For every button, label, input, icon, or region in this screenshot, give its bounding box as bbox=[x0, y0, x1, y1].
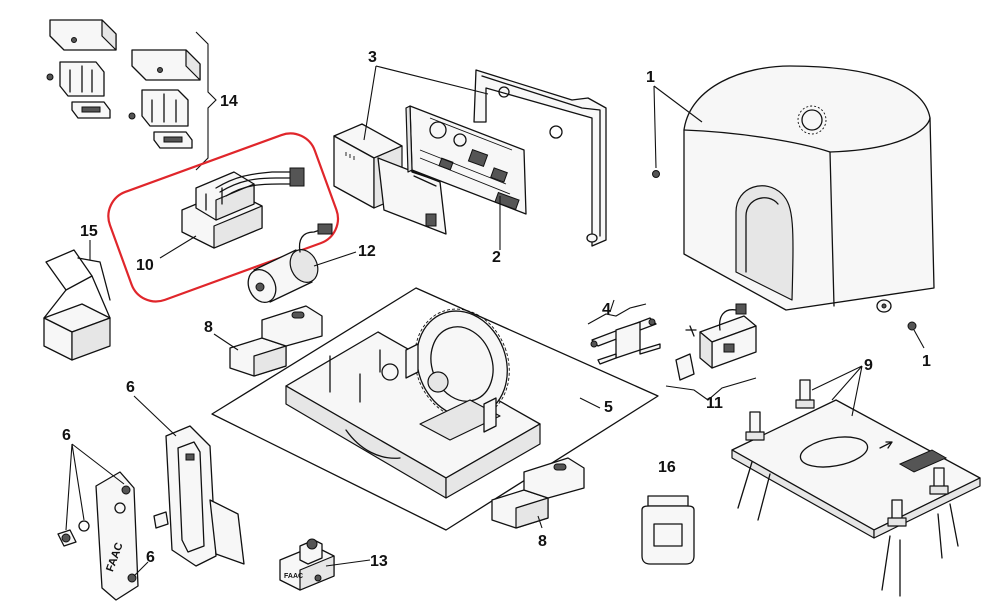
release-lever-label: 6 bbox=[126, 379, 135, 396]
cover-screw-part bbox=[652, 170, 660, 178]
foot-right-leader bbox=[537, 515, 543, 529]
release-key-part: FAAC bbox=[279, 538, 335, 591]
cover-label: 1 bbox=[646, 69, 655, 86]
cover-part bbox=[683, 65, 935, 313]
electronic-board-label: 2 bbox=[492, 249, 501, 266]
foot-left-part bbox=[229, 305, 323, 377]
electronics-housing-cover bbox=[473, 69, 607, 247]
wiring-brace bbox=[665, 377, 757, 401]
bolts-leader bbox=[811, 365, 863, 417]
limit-stops-label: 14 bbox=[220, 93, 238, 110]
transformer-leader bbox=[159, 235, 197, 259]
transformer-highlight bbox=[107, 132, 340, 303]
cover-screw-leader bbox=[913, 329, 925, 349]
foot-right-label: 8 bbox=[538, 533, 547, 550]
electronics-housing-leader bbox=[363, 65, 489, 141]
bolts-label: 9 bbox=[864, 357, 873, 374]
foot-left-label: 8 bbox=[204, 319, 213, 336]
cover-screw-lower-part bbox=[907, 321, 917, 331]
base-label: 5 bbox=[604, 399, 613, 416]
limit-bracket-part bbox=[590, 317, 661, 365]
foot-left-leader bbox=[213, 333, 239, 351]
cover-screw-label: 1 bbox=[922, 353, 931, 370]
release-screw-leader bbox=[133, 561, 149, 577]
wiring-label: 11 bbox=[706, 395, 723, 412]
limit-bracket-leader bbox=[609, 299, 615, 313]
bolt-3 bbox=[929, 467, 949, 495]
motor-label: 12 bbox=[358, 243, 376, 260]
packaging-label: 15 bbox=[80, 223, 98, 240]
limit-bracket-brace bbox=[587, 303, 647, 325]
electronics-housing-part bbox=[333, 123, 447, 235]
transformer-part bbox=[181, 167, 305, 249]
foundation-plate-part bbox=[731, 379, 981, 597]
foot-right-part bbox=[491, 457, 585, 529]
release-key-leader bbox=[325, 559, 371, 567]
release-parts-label: 6 bbox=[62, 427, 71, 444]
base-part bbox=[285, 308, 541, 499]
wiring-part bbox=[675, 303, 757, 381]
motor-part bbox=[247, 223, 333, 304]
base-frame bbox=[211, 287, 659, 531]
bolt-1 bbox=[795, 379, 815, 409]
limit-stops-part bbox=[46, 19, 201, 149]
electronic-board-part bbox=[405, 105, 527, 215]
base-leader bbox=[579, 397, 601, 409]
transformer-label: 10 bbox=[136, 257, 154, 274]
bolt-2 bbox=[745, 411, 765, 441]
release-parts-part: FAAC bbox=[57, 471, 139, 601]
limit-bracket-label: 4 bbox=[602, 301, 611, 318]
cover-leader bbox=[653, 85, 703, 169]
limit-stops-brace bbox=[195, 31, 217, 171]
release-parts-leader bbox=[65, 443, 125, 531]
motor-leader bbox=[313, 251, 357, 267]
release-screw-label: 6 bbox=[146, 549, 155, 566]
grease-jar-part bbox=[641, 495, 695, 565]
bolt-4 bbox=[887, 499, 907, 527]
grease-jar-label: 16 bbox=[658, 459, 676, 476]
release-key-label: 13 bbox=[370, 553, 388, 570]
packaging-part bbox=[43, 249, 111, 361]
electronics-housing-label: 3 bbox=[368, 49, 377, 66]
release-lever-part bbox=[153, 425, 245, 567]
key-brand-text: FAAC bbox=[284, 573, 303, 580]
release-lever-leader bbox=[133, 395, 177, 437]
